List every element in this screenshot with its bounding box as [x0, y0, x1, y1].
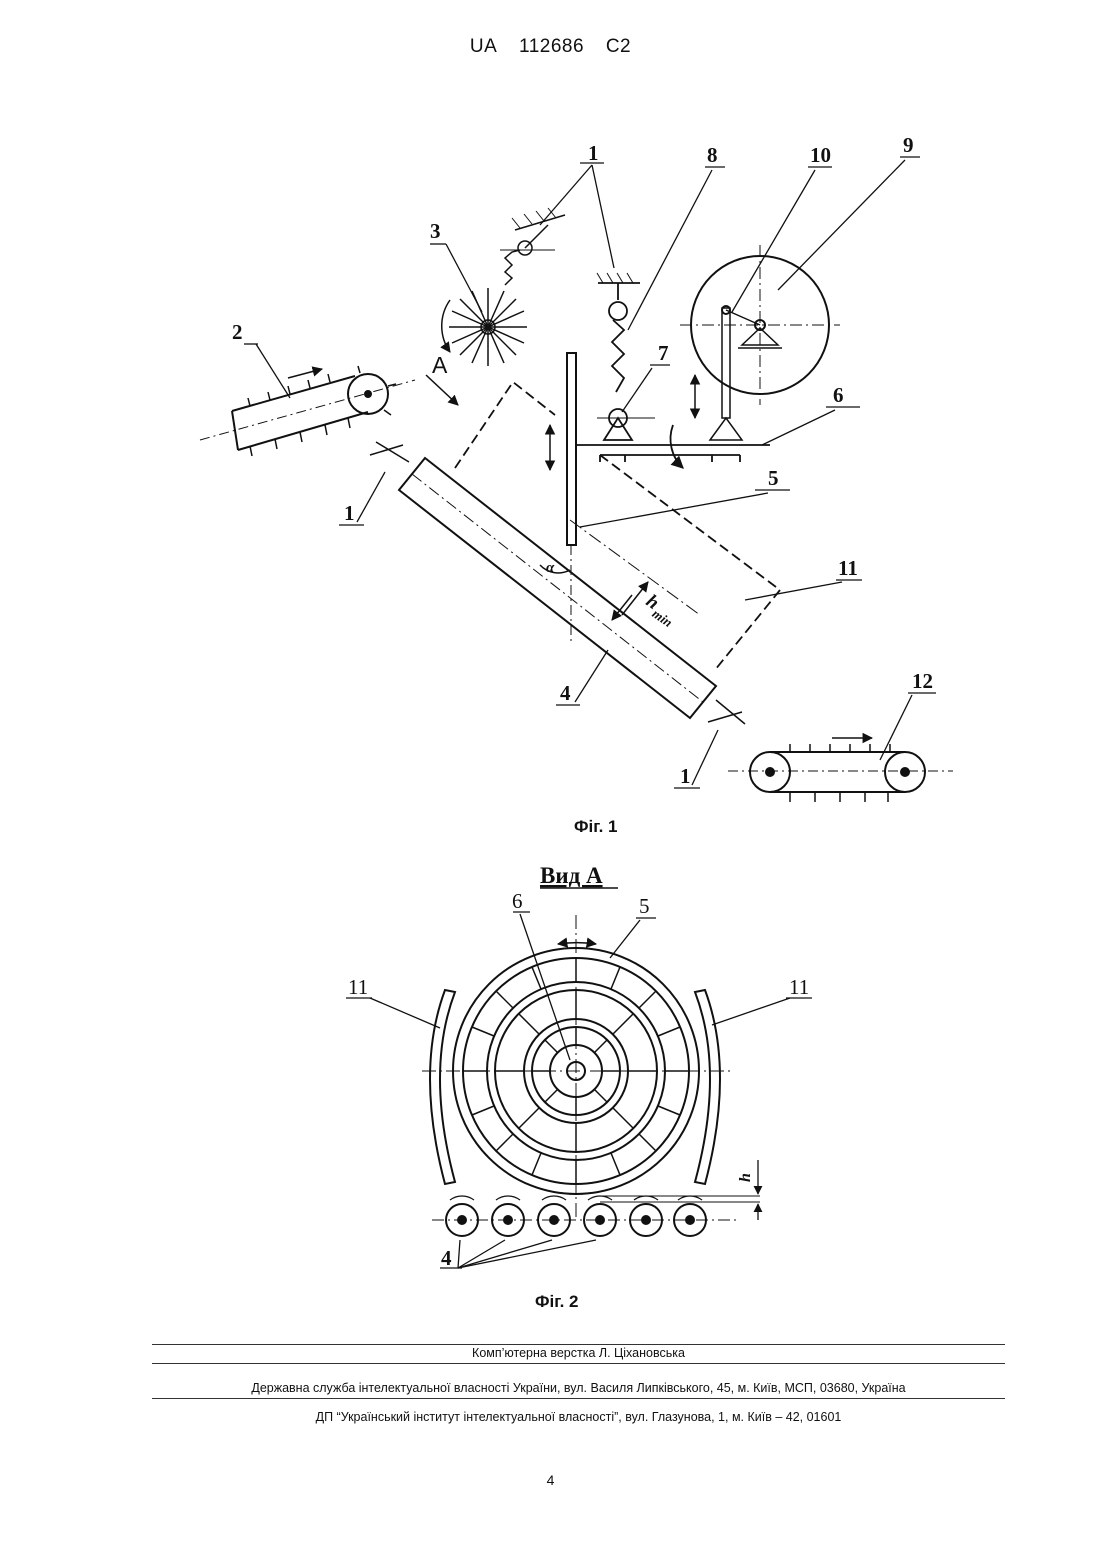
label-2: 2 [232, 320, 243, 344]
label-1-bottom: 1 [680, 764, 691, 788]
figure-2-caption: Фіг. 2 [535, 1292, 579, 1311]
label-1-top: 1 [588, 141, 599, 165]
figure-1-caption: Фіг. 1 [574, 817, 618, 836]
figure-1 [200, 157, 953, 802]
figure-2-labels: 11 11 6 5 4 h Фіг. 2 [348, 889, 809, 1311]
label-4-fig2: 4 [441, 1246, 452, 1270]
label-5: 5 [768, 466, 779, 490]
view-arrow-a [426, 375, 458, 405]
angle-alpha: α [546, 560, 555, 576]
disk-5 [550, 353, 648, 645]
label-11-left: 11 [348, 975, 368, 999]
label-8: 8 [707, 143, 718, 167]
page-number: 4 [0, 1472, 1101, 1488]
typesetting-credit: Комп’ютерна верстка Л. Ціхановська [152, 1346, 1005, 1360]
label-11-right: 11 [789, 975, 809, 999]
figure-2 [346, 912, 812, 1268]
label-3: 3 [430, 219, 441, 243]
label-11: 11 [838, 556, 858, 580]
label-9: 9 [903, 133, 914, 157]
output-conveyor-12 [728, 738, 953, 802]
label-12: 12 [912, 669, 933, 693]
agency-address: Державна служба інтелектуальної власност… [152, 1381, 1005, 1395]
label-10: 10 [810, 143, 831, 167]
institute-address: ДП “Український інститут інтелектуальної… [152, 1410, 1005, 1424]
label-7: 7 [658, 341, 669, 365]
gap-h: h [737, 1173, 754, 1182]
label-5-fig2: 5 [639, 894, 650, 918]
leader-lines-fig1 [244, 157, 936, 788]
label-6: 6 [833, 383, 844, 407]
view-label-a: A [432, 352, 448, 378]
view-a-title: Вид А [540, 863, 603, 888]
label-4: 4 [560, 681, 571, 705]
brush-3 [442, 208, 565, 366]
roller-4 [370, 442, 745, 724]
rollers-4 [432, 1160, 760, 1236]
label-1-left: 1 [344, 501, 355, 525]
footer-rule-middle [152, 1363, 1005, 1364]
crank-wheel-9 [680, 245, 840, 440]
feed-conveyor-2 [200, 366, 415, 456]
label-6-fig2: 6 [512, 889, 523, 913]
leader-lines-fig2 [346, 912, 812, 1268]
footer-rule-bottom [152, 1398, 1005, 1399]
footer-rule-top [152, 1344, 1005, 1345]
